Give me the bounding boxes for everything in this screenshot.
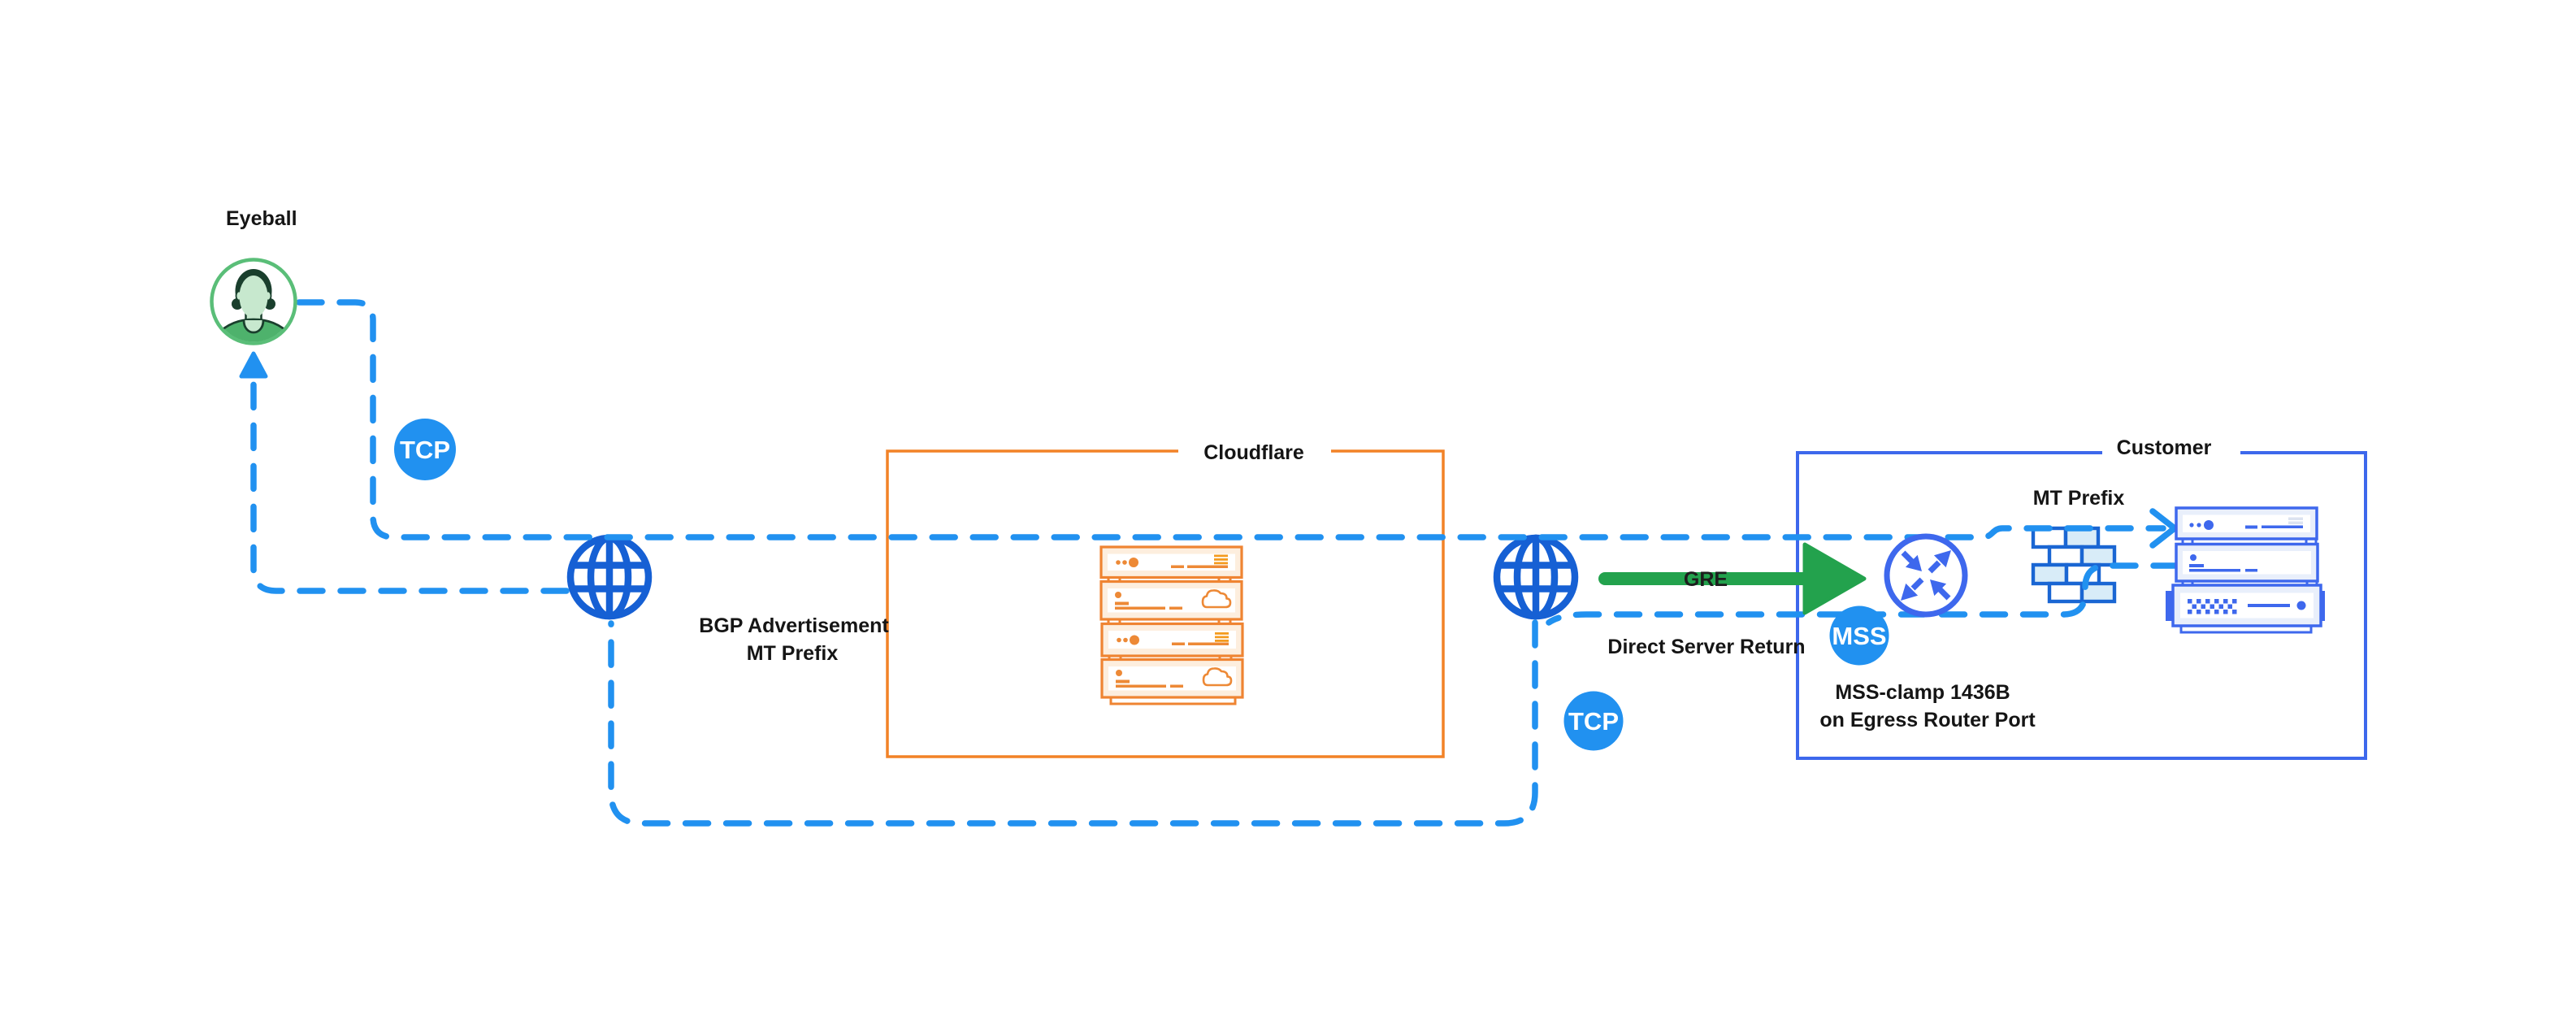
svg-text:Direct Server Return: Direct Server Return (1607, 636, 1805, 658)
svg-text:TCP: TCP (1568, 707, 1619, 736)
svg-text:MT Prefix: MT Prefix (747, 642, 839, 665)
svg-text:on Egress Router Port: on Egress Router Port (1819, 709, 2036, 731)
svg-text:Cloudflare: Cloudflare (1203, 441, 1304, 464)
svg-text:BGP Advertisement: BGP Advertisement (699, 614, 889, 637)
svg-text:TCP: TCP (400, 436, 450, 464)
svg-text:GRE: GRE (1684, 568, 1728, 591)
svg-text:MT Prefix: MT Prefix (2033, 487, 2125, 510)
svg-text:Eyeball: Eyeball (226, 207, 297, 230)
svg-text:MSS: MSS (1832, 622, 1886, 650)
svg-text:MSS-clamp 1436B: MSS-clamp 1436B (1835, 681, 2010, 704)
svg-text:Customer: Customer (2117, 436, 2212, 459)
